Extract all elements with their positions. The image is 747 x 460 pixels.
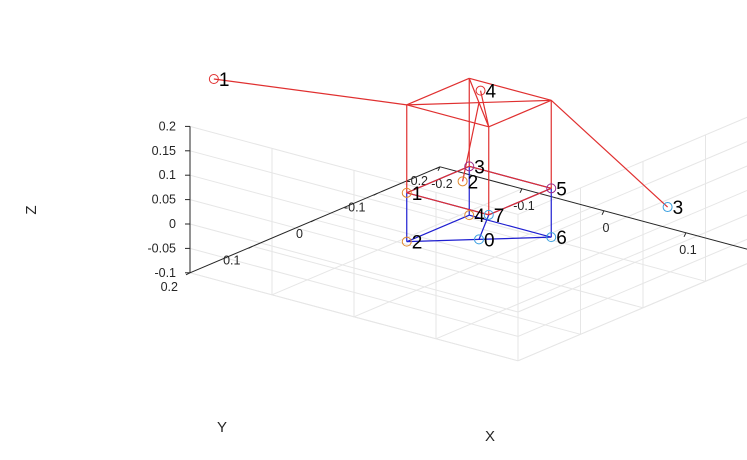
blue-point: [474, 234, 484, 245]
y-axis-line: [189, 166, 441, 274]
grid-line: [517, 263, 747, 362]
y-tick-mark: [248, 245, 253, 249]
tick-labels: -0.2-0.100.10.2-0.2-0.100.10.2-0.1-0.050…: [148, 119, 697, 294]
red-cube-edge: [488, 187, 552, 216]
blue-point-label: 3: [474, 157, 485, 178]
grid-line: [189, 174, 519, 264]
blue-point-label: 6: [556, 228, 567, 249]
blue-point: [401, 236, 412, 247]
blue-cube-edge: [469, 214, 552, 238]
y-tick-label: 0.2: [161, 280, 178, 294]
red-cube-edge: [406, 77, 470, 106]
x-tick-label: -0.1: [513, 199, 535, 213]
z-axis-label: Z: [23, 205, 40, 214]
blue-point-label: 4: [474, 206, 485, 227]
y-tick-label: 0: [296, 227, 303, 241]
z-tick-label: 0: [169, 217, 176, 231]
red-point: [662, 202, 673, 213]
blue-cube-edge: [478, 236, 552, 240]
blue-cube-edge: [406, 214, 470, 243]
y-axis-label: Y: [217, 419, 227, 436]
y-tick-label: 0.1: [223, 253, 240, 267]
red-point: [208, 73, 219, 84]
grid-line: [189, 199, 519, 289]
y-tick-mark: [373, 192, 378, 196]
blue-point: [546, 183, 557, 194]
blue-point: [401, 187, 412, 198]
blue-point: [483, 209, 494, 220]
red-cube-edge: [488, 99, 552, 128]
red-edge: [213, 78, 407, 106]
z-tick-label: 0.1: [159, 168, 176, 182]
red-cube-edge: [406, 165, 470, 194]
grid-line: [517, 165, 747, 264]
x-tick-label: 0.1: [679, 243, 696, 257]
blue-point: [464, 161, 475, 172]
grid-line: [252, 245, 581, 335]
z-tick-label: 0.2: [159, 119, 176, 133]
grid-line: [189, 272, 519, 362]
red-point: [457, 176, 468, 187]
red-cube-edge: [469, 165, 552, 189]
red-point-label: 3: [673, 198, 684, 219]
y-tick-mark: [435, 166, 441, 170]
y-tick-mark: [310, 219, 316, 223]
z-tick-label: -0.05: [148, 241, 177, 255]
red-point: [475, 85, 486, 96]
grid-line: [517, 214, 747, 313]
grid-line: [189, 150, 519, 240]
blue-point-label: 2: [412, 233, 423, 254]
grid: [189, 116, 747, 362]
axis-box: [185, 125, 747, 276]
blue-cube-edge: [406, 238, 480, 243]
grid-line: [189, 223, 519, 313]
x-tick-label: -0.2: [431, 177, 453, 191]
grid-line: [517, 238, 747, 337]
blue-point-label: 1: [412, 184, 423, 205]
grid-line: [517, 141, 747, 240]
grid-line: [189, 247, 519, 337]
grid-line: [517, 116, 747, 215]
red-cube-edge: [469, 77, 552, 101]
x-tick-label: 0: [603, 221, 610, 235]
x-tick-mark: [519, 188, 523, 194]
blue-point-label: 5: [556, 179, 567, 200]
z-tick-label: 0.05: [152, 193, 176, 207]
x-tick-mark: [601, 210, 605, 216]
blue-point-label: 0: [484, 230, 495, 251]
x-tick-mark: [683, 232, 687, 238]
blue-point: [546, 232, 557, 243]
red-point-label: 4: [486, 82, 497, 103]
y-tick-label: -0.1: [344, 200, 366, 214]
grid-line: [189, 125, 519, 215]
z-tick-label: 0.15: [152, 144, 176, 158]
blue-point-label: 7: [494, 206, 505, 227]
z-tick-label: -0.1: [154, 266, 176, 280]
grid-line: [517, 189, 747, 289]
red-point-label: 1: [219, 70, 230, 91]
red-point-label: 2: [468, 172, 479, 193]
red-edge: [550, 99, 669, 208]
y-tick-label: -0.2: [406, 174, 428, 188]
blue-point: [464, 210, 475, 221]
x-axis-label: X: [485, 428, 495, 445]
red-cube-edge: [406, 192, 489, 216]
grid-line: [314, 219, 644, 309]
red-edge: [479, 90, 490, 127]
grid-line: [517, 263, 747, 362]
